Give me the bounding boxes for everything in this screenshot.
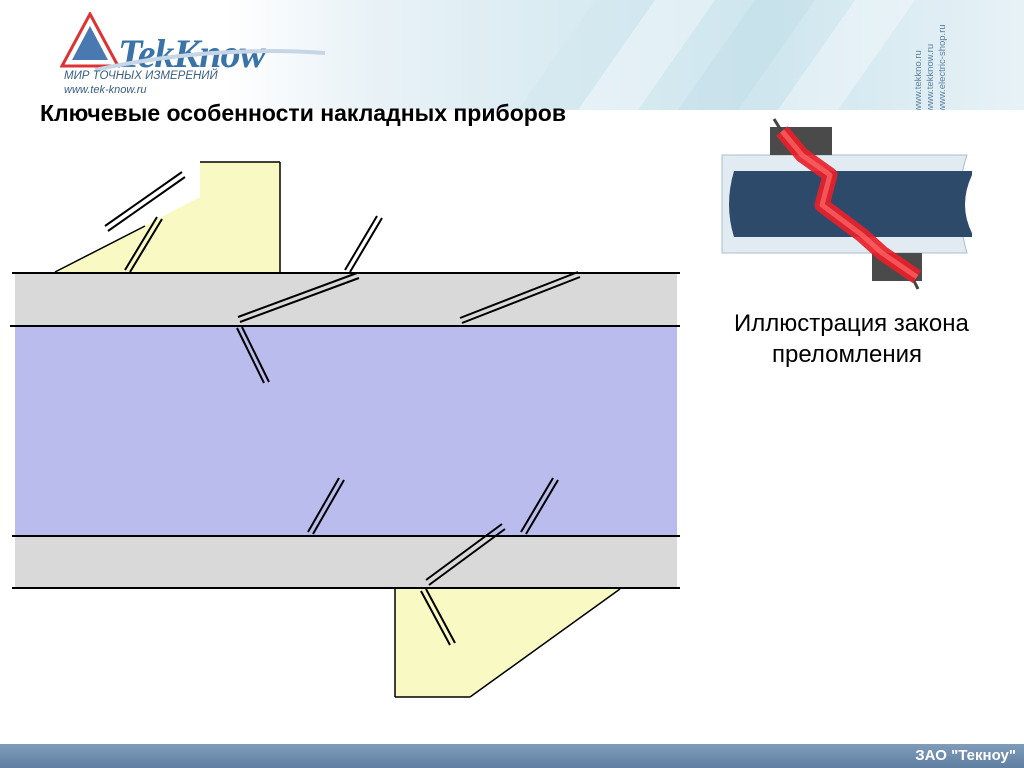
side-url: www.electric-shop.ru <box>937 24 948 110</box>
beam-segment-icon <box>425 523 506 586</box>
logo-triangle-icon <box>60 12 120 68</box>
side-urls: www.tekkno.ru www.tekknow.ru www.electri… <box>905 20 965 110</box>
upper-pipe-wall <box>15 273 677 326</box>
logo-tagline: МИР ТОЧНЫХ ИЗМЕРЕНИЙ <box>64 70 218 82</box>
beam-segment-icon <box>124 216 163 273</box>
caption-line: преломления <box>772 341 923 368</box>
illustration-caption: Иллюстрация закона преломления <box>700 308 1024 370</box>
slide-title: Ключевые особенности накладных приборов <box>40 100 566 126</box>
clamp-on-diagram <box>10 161 680 698</box>
beam-segment-icon <box>459 271 581 324</box>
lower-transducer <box>395 589 620 697</box>
beam-segment-icon <box>520 477 559 535</box>
header-banner: TekKnow МИР ТОЧНЫХ ИЗМЕРЕНИЙ www.tek-kno… <box>0 0 1024 110</box>
company-name: ЗАО "Текноу" <box>915 747 1016 764</box>
beam-segment-icon <box>420 588 456 646</box>
pipe-fluid <box>15 327 677 535</box>
lower-pipe-wall <box>15 536 677 588</box>
beam-segment-icon <box>237 272 360 323</box>
beam-segment-icon <box>236 326 270 384</box>
refraction-illustration <box>721 118 972 290</box>
pipe-body <box>729 171 972 237</box>
beam-segment-icon <box>104 171 186 232</box>
logo-url: www.tek-know.ru <box>64 84 147 96</box>
side-url: www.tekkno.ru <box>913 50 924 110</box>
side-url: www.tekknow.ru <box>925 43 936 110</box>
upper-transducer <box>55 162 280 272</box>
footer-bar: ЗАО "Текноу" <box>0 744 1024 768</box>
caption-line: Иллюстрация закона <box>734 310 969 337</box>
logo-swoosh-icon <box>94 49 326 72</box>
beam-segment-icon <box>307 477 345 535</box>
beam-segment-icon <box>344 215 383 273</box>
